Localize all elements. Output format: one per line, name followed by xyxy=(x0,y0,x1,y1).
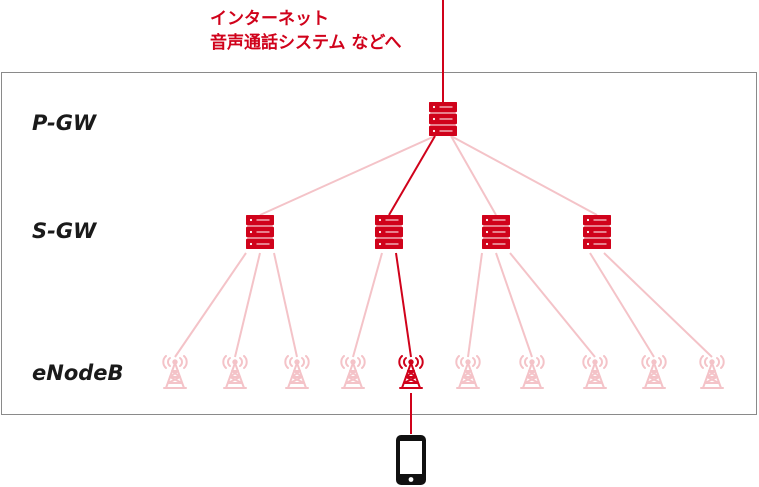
enodeb-tower-icon-1 xyxy=(162,355,188,389)
sgw-server-icon-1 xyxy=(246,215,274,249)
link-sgw-1-enodeb-1 xyxy=(174,252,247,358)
layer-label-pgw: P-GW xyxy=(32,111,97,135)
link-sgw-1-enodeb-2 xyxy=(234,252,261,358)
link-sgw-1-enodeb-3 xyxy=(273,252,298,358)
sgw-server-icon-4 xyxy=(583,215,611,249)
link-sgw-4-enodeb-9 xyxy=(589,252,655,358)
caption-line-1: インターネット xyxy=(210,9,329,29)
enodeb-tower-icon-7 xyxy=(519,355,545,389)
sgw-server-icon-3 xyxy=(482,215,510,249)
enodeb-tower-icon-3 xyxy=(284,355,310,389)
link-pgw-sgw-3 xyxy=(450,135,497,216)
enodeb-tower-icon-9 xyxy=(641,355,667,389)
enodeb-tower-icon-2 xyxy=(222,355,248,389)
link-pgw-sgw-4 xyxy=(450,135,598,216)
layer-label-enodeb: eNodeB xyxy=(32,361,124,385)
network-frame xyxy=(1,72,757,415)
enodeb-tower-icon-8 xyxy=(582,355,608,389)
sgw-server-icon-2 xyxy=(375,215,403,249)
enodeb-tower-icon-5 xyxy=(398,355,424,389)
link-pgw-sgw-2 xyxy=(388,135,436,216)
link-sgw-3-enodeb-6 xyxy=(467,252,483,358)
pgw-server-icon xyxy=(429,102,457,136)
link-sgw-3-enodeb-8 xyxy=(509,252,596,358)
layer-label-sgw: S-GW xyxy=(32,219,97,243)
link-sgw-2-enodeb-4 xyxy=(352,252,383,358)
enodeb-tower-icon-4 xyxy=(340,355,366,389)
enodeb-tower-icon-6 xyxy=(455,355,481,389)
smartphone-icon xyxy=(396,435,426,485)
link-sgw-4-enodeb-10 xyxy=(603,252,713,358)
uplink-caption: インターネット 音声通話システム などへ xyxy=(210,7,402,55)
enodeb-tower-icon-10 xyxy=(699,355,725,389)
link-pgw-sgw-1 xyxy=(259,135,436,216)
caption-line-2: 音声通話システム などへ xyxy=(210,33,402,53)
link-sgw-3-enodeb-7 xyxy=(495,252,533,358)
link-sgw-2-enodeb-5 xyxy=(395,252,412,358)
